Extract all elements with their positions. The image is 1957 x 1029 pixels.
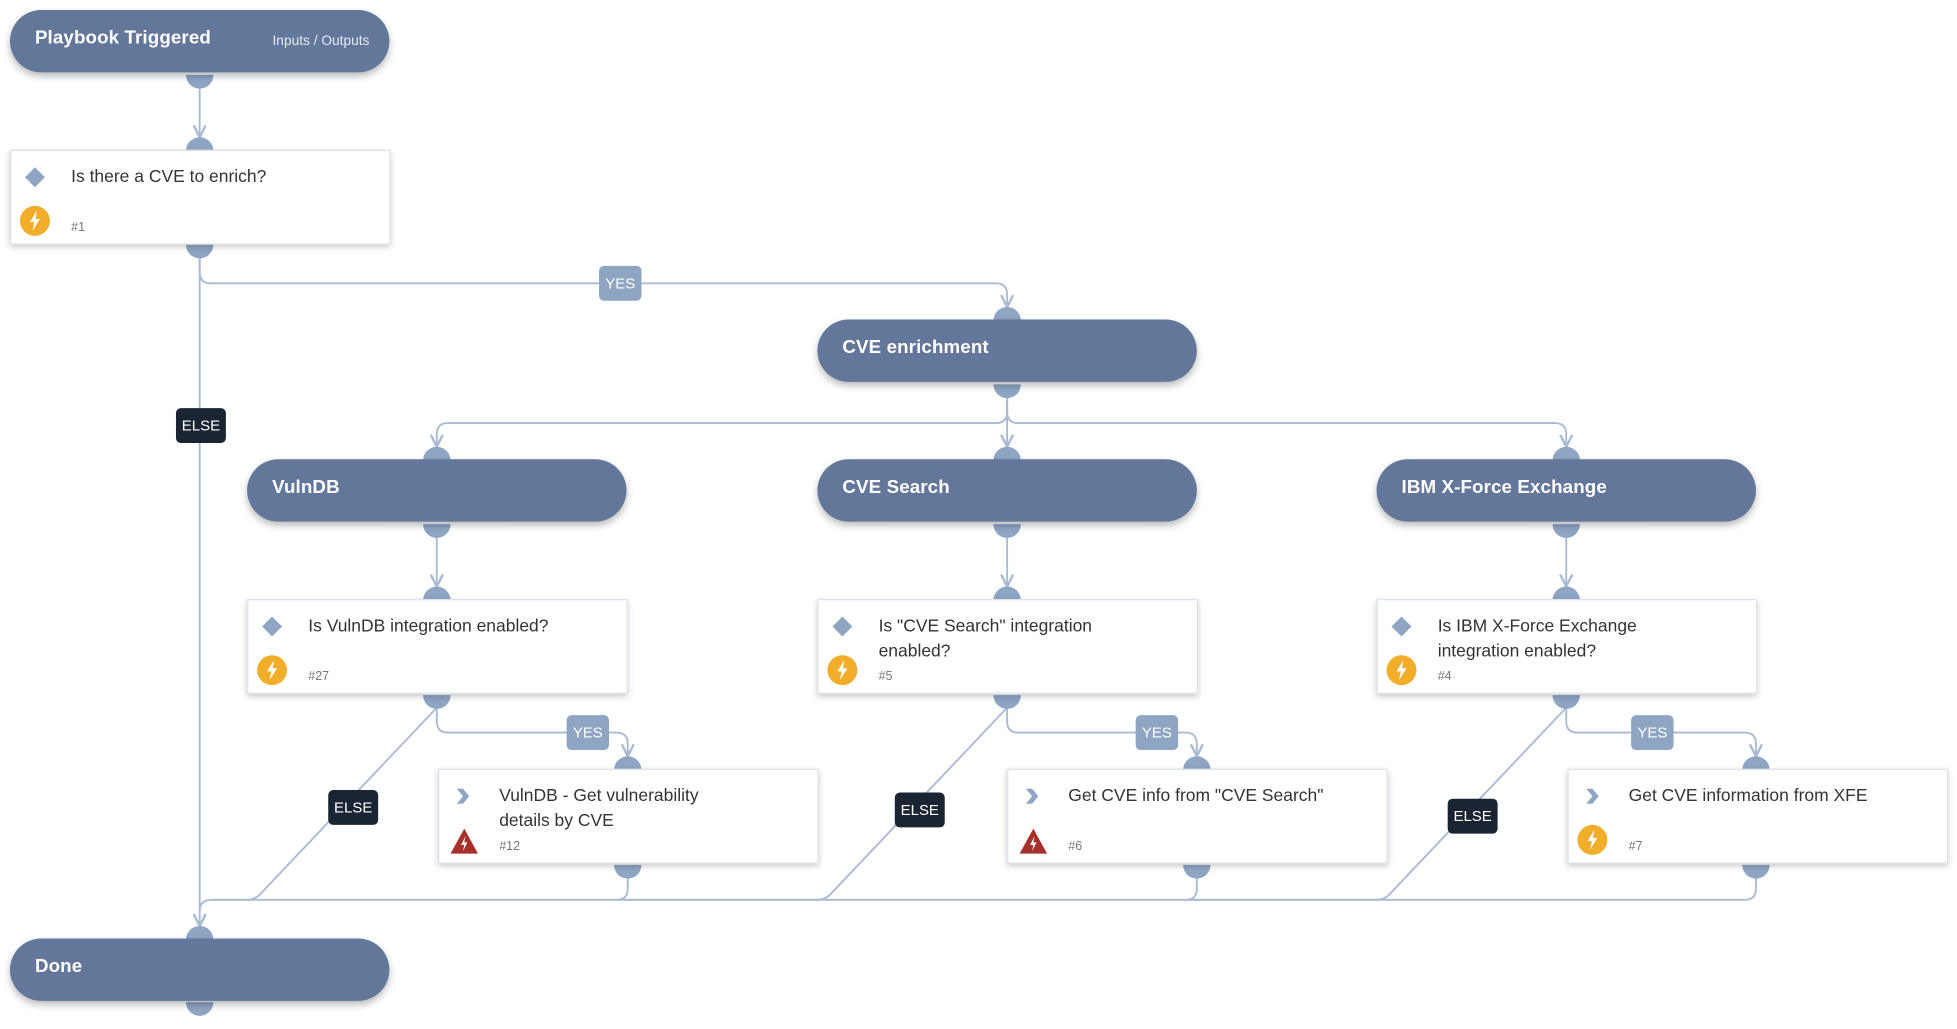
port-section-cvesearch-in[interactable] [993, 446, 1021, 461]
task-get-cve-info-xfe[interactable]: Get CVE information from XFE #7 [1567, 768, 1949, 864]
chevron-icon [1586, 788, 1599, 804]
edge-vulndb-yes [435, 707, 628, 757]
task-number: #5 [878, 670, 893, 684]
task-label: Is VulnDB integration enabled? [308, 615, 549, 636]
ibm-xforce-section[interactable]: IBM X-Force Exchange [1376, 459, 1756, 522]
port-section-xfe-in[interactable] [1552, 446, 1580, 461]
yes-badge[interactable]: YES [566, 715, 610, 751]
port-task-vulndb-in[interactable] [614, 756, 642, 771]
port-task-vulndb-out[interactable] [614, 864, 642, 879]
cve-search-section[interactable]: CVE Search [817, 459, 1197, 522]
edge-vulndb-else [212, 706, 438, 901]
task-number: #7 [1628, 839, 1643, 854]
port-done-in[interactable] [185, 926, 214, 940]
lightning-icon [19, 205, 50, 236]
section-title: CVE enrichment [842, 336, 989, 359]
task-label: Get CVE information from XFE [1628, 784, 1868, 805]
edge-task-cvesearch-out [616, 877, 1198, 901]
done-node[interactable]: Done [9, 938, 390, 1001]
task-label: Is IBM X-Force Exchange integration enab… [1437, 615, 1637, 661]
section-title: IBM X-Force Exchange [1401, 476, 1607, 498]
port-section-vulndb-in[interactable] [423, 446, 451, 461]
section-title: Done [34, 955, 83, 978]
playbook-triggered-node[interactable]: Playbook Triggered Inputs / Outputs [9, 9, 390, 73]
condition-task-xfe[interactable]: Is IBM X-Force Exchange integration enab… [1376, 599, 1758, 694]
port-task-cvesearch-out[interactable] [1183, 864, 1211, 879]
task-number: #4 [1437, 670, 1452, 684]
edge-task-xfe-out [1185, 877, 1757, 901]
inputs-outputs-link[interactable]: Inputs / Outputs [272, 33, 370, 49]
edge-task-vulndb-out [198, 877, 629, 912]
port-section-cvesearch-out[interactable] [993, 524, 1021, 538]
condition-task-cvesearch[interactable]: Is "CVE Search" integration enabled? #5 [817, 599, 1199, 694]
port-section-xfe-out[interactable] [1552, 524, 1580, 538]
lightning-icon [1386, 655, 1417, 686]
else-badge[interactable]: ELSE [1447, 798, 1498, 834]
port-cond-xfe-out[interactable] [1552, 695, 1580, 709]
section-title: Playbook Triggered [34, 27, 211, 49]
task-label: Get CVE info from "CVE Search" [1068, 784, 1324, 805]
port-cond-xfe-in[interactable] [1552, 586, 1580, 601]
vulndb-section[interactable]: VulnDB [247, 459, 627, 522]
warning-icon [1019, 828, 1048, 854]
port-done-out[interactable] [185, 1002, 214, 1016]
port-task-xfe-in[interactable] [1742, 756, 1770, 771]
chevron-icon [456, 788, 470, 804]
task-get-cve-info-cvesearch[interactable]: Get CVE info from "CVE Search" #6 [1007, 768, 1388, 864]
diamond-icon [1391, 616, 1412, 637]
else-badge[interactable]: ELSE [175, 408, 226, 444]
port-cond-vulndb-in[interactable] [423, 586, 451, 601]
condition-task-cve[interactable]: Is there a CVE to enrich? #1 [9, 149, 391, 245]
edge-enrich-to-xfe [1006, 396, 1566, 447]
lightning-icon [1577, 824, 1608, 855]
chevron-icon [1025, 788, 1039, 804]
port-trigger-out[interactable] [185, 74, 214, 89]
yes-badge[interactable]: YES [1631, 715, 1674, 751]
lightning-icon [827, 655, 858, 686]
port-task-xfe-out[interactable] [1742, 864, 1770, 879]
task-label: Is there a CVE to enrich? [71, 165, 267, 186]
diamond-icon [832, 616, 853, 637]
port-cond-cvesearch-out[interactable] [993, 695, 1021, 709]
edge-cvesearch-yes [1006, 707, 1197, 757]
port-cond-cve-in[interactable] [185, 137, 214, 152]
task-number: #27 [308, 670, 330, 684]
yes-badge[interactable]: YES [599, 265, 642, 301]
diamond-icon [262, 616, 283, 637]
task-number: #1 [71, 220, 86, 235]
condition-task-vulndb[interactable]: Is VulnDB integration enabled? #27 [247, 599, 628, 694]
port-section-cve-out[interactable] [993, 384, 1021, 399]
else-badge[interactable]: ELSE [894, 792, 945, 828]
else-badge[interactable]: ELSE [328, 789, 379, 825]
warning-icon [450, 828, 478, 854]
yes-badge[interactable]: YES [1135, 715, 1179, 751]
section-title: CVE Search [842, 476, 950, 498]
port-task-cvesearch-in[interactable] [1183, 756, 1211, 771]
port-cond-cvesearch-in[interactable] [993, 586, 1021, 601]
edge-enrich-to-vulndb [437, 396, 1009, 447]
port-cond-cve-out[interactable] [185, 244, 214, 259]
lightning-icon [257, 655, 288, 686]
section-title: VulnDB [272, 476, 340, 498]
task-label: VulnDB - Get vulnerability details by CV… [499, 784, 699, 830]
port-section-vulndb-out[interactable] [423, 524, 451, 538]
task-number: #6 [1068, 839, 1083, 854]
port-section-cve-in[interactable] [993, 307, 1021, 321]
diamond-icon [24, 167, 45, 188]
cve-enrichment-section[interactable]: CVE enrichment [817, 319, 1197, 382]
port-cond-vulndb-out[interactable] [423, 695, 451, 709]
task-vulndb-get-details[interactable]: VulnDB - Get vulnerability details by CV… [438, 768, 819, 864]
task-label: Is "CVE Search" integration enabled? [878, 615, 1093, 661]
task-number: #12 [499, 839, 521, 854]
